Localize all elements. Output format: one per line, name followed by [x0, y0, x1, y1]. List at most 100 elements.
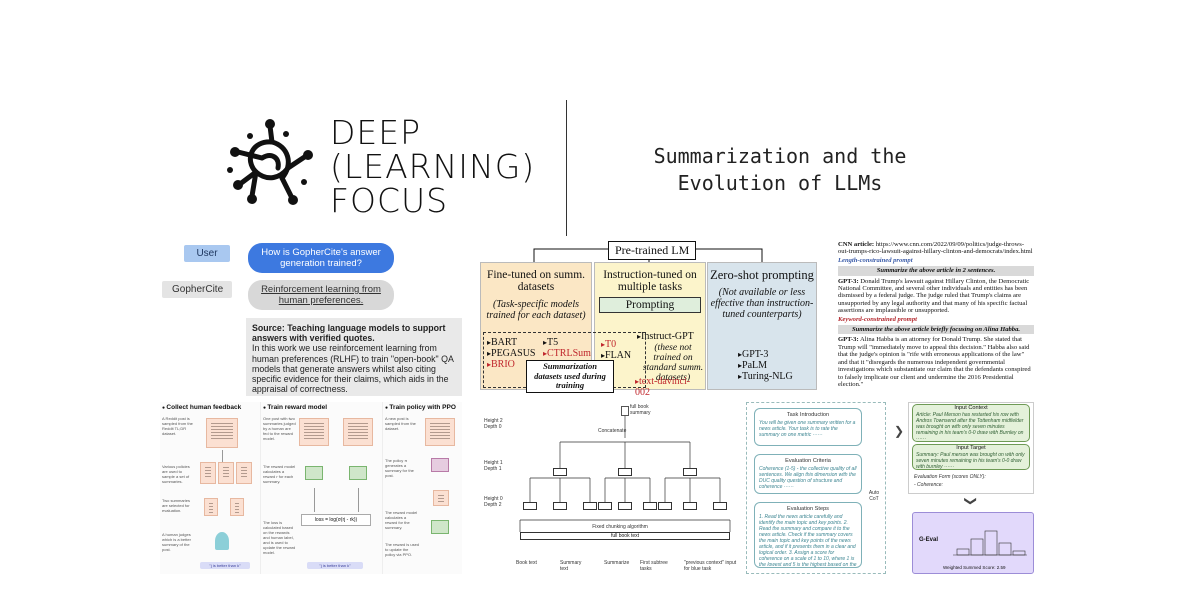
- chevron-right-icon: ❯: [894, 424, 905, 438]
- book-summarization-tree: Height 2 Depth 0 Height 1 Depth 1 Height…: [480, 402, 742, 574]
- step3-note-3: The reward model calculates a reward for…: [385, 510, 418, 530]
- human-judge-icon: [215, 532, 229, 550]
- model-flan: FLAN: [601, 350, 631, 361]
- task-introduction-card: Task Introduction You will be given one …: [754, 408, 862, 446]
- gpt3-response-b: Alina Habba is an attorney for Donald Tr…: [838, 336, 1031, 388]
- tree-node: [618, 468, 632, 476]
- title-line-1: Summarization and the: [653, 144, 907, 168]
- task-introduction-heading: Task Introduction: [786, 412, 830, 418]
- legend-first-subtree: First subtree tasks: [640, 560, 668, 572]
- step3-note-1: A new post is sampled from the dataset.: [385, 416, 416, 431]
- legend-summary-text: Summary text: [560, 560, 582, 572]
- llm-taxonomy-diagram: Pre-trained LM Fine-tuned on summ. datas…: [478, 240, 818, 398]
- evaluation-steps-heading: Evaluation Steps: [787, 506, 829, 512]
- height0-label: Height 0 Depth 2: [484, 496, 503, 508]
- chevron-down-icon: ❯: [964, 495, 979, 507]
- summary-doc: [200, 462, 216, 484]
- input-target-card: Input Target Summary: Paul merson was br…: [912, 444, 1030, 470]
- arrow: [314, 488, 315, 512]
- step1-note-2: Various policies are used to sample a se…: [162, 464, 190, 484]
- model-brio: BRIO: [487, 359, 535, 370]
- keyword-constrained-prompt: Summarize the above article briefly focu…: [838, 325, 1034, 335]
- model-t5: T5: [543, 337, 591, 348]
- zero-shot-title: Zero-shot prompting: [710, 268, 814, 282]
- new-post-doc: [425, 418, 455, 446]
- logo-line-3: FOCUS: [330, 181, 449, 220]
- weighted-score-label: Weighted Summed Score: 2.59: [943, 565, 1006, 570]
- collect-feedback-heading: Collect human feedback: [162, 404, 256, 411]
- instruction-models-bottom: text-davinci-002: [635, 376, 705, 398]
- step1-note-3: Two summaries are selected for evaluatio…: [162, 498, 191, 513]
- train-reward-heading: Train reward model: [263, 404, 376, 411]
- post-k-doc: [343, 418, 373, 446]
- tree-leaf: [553, 502, 567, 510]
- summary-k-doc: [230, 498, 244, 516]
- arrow: [222, 450, 223, 462]
- evaluation-criteria-text: Coherence (1-5) - the collective quality…: [759, 466, 857, 490]
- page-title: Summarization and the Evolution of LLMs: [600, 143, 960, 197]
- auto-cot-label: Auto CoT: [868, 490, 880, 502]
- gpt3-response-a: Donald Trump's lawsuit against Hillary C…: [838, 277, 1030, 315]
- model-gpt3: GPT-3: [738, 349, 793, 360]
- zero-shot-subtitle: (Not available or less effective than in…: [710, 287, 814, 320]
- step2-note-1: One post with two summaries judged by a …: [263, 416, 296, 441]
- fine-tuned-models-left: BART PEGASUS BRIO: [487, 337, 535, 370]
- evaluation-form-label: Evaluation Form (scores ONLY):: [914, 474, 986, 480]
- gophercite-chat-panel: User How is GopherCite's answer generati…: [160, 240, 470, 396]
- full-summary-node: [621, 406, 629, 416]
- g-eval-score-box: G-Eval Weighted Summed Score: 2.59: [912, 512, 1034, 574]
- tree-node: [553, 468, 567, 476]
- policy-model-icon: [431, 458, 449, 472]
- user-message-bubble: How is GopherCite's answer generation tr…: [248, 243, 394, 273]
- gpt3-response-b-label: GPT-3:: [838, 336, 859, 344]
- model-palm: PaLM: [738, 360, 793, 371]
- logo-line-1: DEEP: [330, 113, 422, 152]
- cnn-article-url: https://www.cnn.com/2022/09/09/politics/…: [838, 241, 1033, 256]
- rlhf-diagram: Collect human feedback A Reddit post is …: [160, 402, 462, 574]
- legend-summarize: Summarize: [604, 560, 630, 566]
- evaluation-form-field: - Coherence:: [914, 482, 943, 488]
- summary-j-doc: [204, 498, 218, 516]
- keyword-constrained-label: Keyword-constrained prompt: [838, 315, 917, 323]
- input-context-heading: Input Context: [954, 405, 988, 411]
- concatenate-label-top: Concatenate: [598, 428, 627, 434]
- instruction-models-right: Instruct-GPT: [637, 331, 705, 342]
- zero-shot-models: GPT-3 PaLM Turing-NLG: [738, 349, 793, 382]
- step2-note-3: The loss is calculated based on the rewa…: [263, 520, 296, 555]
- gophercite-label: GopherCite: [162, 281, 232, 298]
- g-eval-label: G-Eval: [919, 537, 939, 543]
- fine-tuned-title: Fine-tuned on summ. datasets: [486, 269, 586, 293]
- loss-formula: loss = log(σ(rj - rk)): [301, 514, 371, 526]
- source-heading: Source: Teaching language models to supp…: [252, 323, 446, 344]
- input-target-heading: Input Target: [956, 445, 986, 451]
- summarization-datasets-box: Summarization datasets used during train…: [526, 360, 614, 393]
- step2-note-2: The reward model calculates a reward r f…: [263, 464, 296, 484]
- source-body: In this work we use reinforcement learni…: [252, 343, 454, 395]
- full-summary-label: full book summary: [630, 404, 651, 416]
- input-context-card: Input Context Article: Paul Merson has r…: [912, 404, 1030, 442]
- human-preference-pill: "j is better than k": [200, 562, 250, 569]
- evaluation-criteria-card: Evaluation Criteria Coherence (1-5) - th…: [754, 454, 862, 494]
- tree-leaf: [683, 502, 697, 510]
- step1-note-4: A human judges which is a better summary…: [162, 532, 191, 552]
- tree-leaf: [618, 502, 632, 510]
- evaluation-steps-card: Evaluation Steps 1. Read the news articl…: [754, 502, 862, 568]
- evaluation-criteria-heading: Evaluation Criteria: [785, 458, 831, 464]
- height2-label: Height 2 Depth 0: [484, 418, 503, 430]
- height1-label: Height 1 Depth 1: [484, 460, 503, 472]
- evaluation-steps-text: 1. Read the news article carefully and i…: [759, 514, 857, 568]
- instruction-tuned-title: Instruction-tuned on multiple tasks: [603, 269, 697, 293]
- cnn-article-label: CNN article:: [838, 241, 875, 248]
- tree-connectors: [519, 416, 731, 532]
- legend-book-text: Book text: [516, 560, 537, 566]
- tree-leaf: [643, 502, 657, 510]
- g-eval-diagram: Task Introduction You will be given one …: [746, 402, 1036, 574]
- tree-leaf: [713, 502, 727, 510]
- summary-doc: [236, 462, 252, 484]
- generated-summary-doc: [433, 490, 449, 506]
- input-target-text: Summary: Paul merson was brought on with…: [916, 452, 1025, 470]
- fine-tuned-models-right: T5 CTRLSum: [543, 337, 591, 359]
- full-book-text-bar: full book text: [520, 532, 730, 540]
- model-turing-nlg: Turing-NLG: [738, 371, 793, 382]
- rlhf-step-2: Train reward model One post with two sum…: [260, 402, 376, 574]
